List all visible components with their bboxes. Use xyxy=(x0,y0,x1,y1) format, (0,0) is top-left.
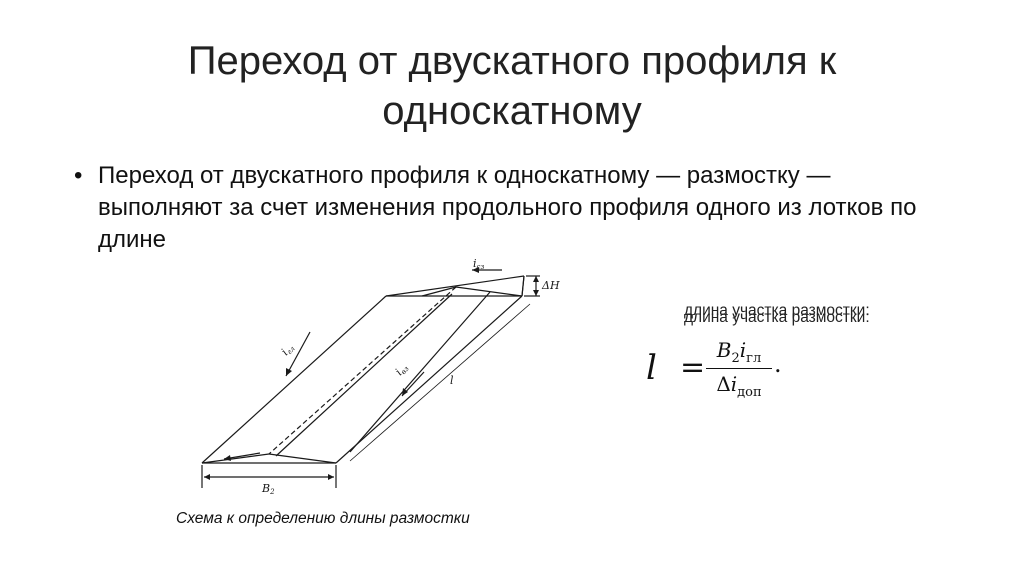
diagram-caption: Схема к определению длины размостки xyxy=(176,510,470,527)
ridge-line xyxy=(268,286,457,455)
formula-equals: = xyxy=(680,350,706,385)
right-long-edge xyxy=(335,295,523,464)
length-note: длина участка размостки: длина участка р… xyxy=(684,302,944,332)
formula-lhs: l xyxy=(646,348,657,388)
label-i-mid: iвз xyxy=(393,361,411,379)
formula-numerator: B2iгл xyxy=(716,338,762,366)
formula-period: . xyxy=(774,350,782,378)
label-i-left: iгл xyxy=(279,341,297,359)
length-note-shadow: длина участка размостки: xyxy=(684,309,870,326)
slide-title: Переход от двускатного профиля к односка… xyxy=(187,39,837,133)
bullet-dot: • xyxy=(74,162,83,189)
length-note-text: длина участка размостки: xyxy=(684,302,870,319)
formula-fraction-bar xyxy=(706,368,772,370)
label-length: l xyxy=(450,374,454,387)
label-width: B2 xyxy=(261,482,275,496)
bullet-item: • Переход от двускатного профиля к однос… xyxy=(74,160,954,256)
left-long-edge xyxy=(201,295,387,464)
road-profile-diagram: iсз ΔH iгл iвз l B2 xyxy=(201,257,560,496)
length-formula: l = B2iгл Δiдоп . xyxy=(646,336,806,406)
bullet-text: Переход от двускатного профиля к односка… xyxy=(98,162,917,253)
top-edge-left xyxy=(385,275,525,297)
label-i-top: iсз xyxy=(473,257,484,271)
formula-denominator: Δiдоп xyxy=(716,372,762,400)
label-delta-h: ΔH xyxy=(541,279,560,292)
